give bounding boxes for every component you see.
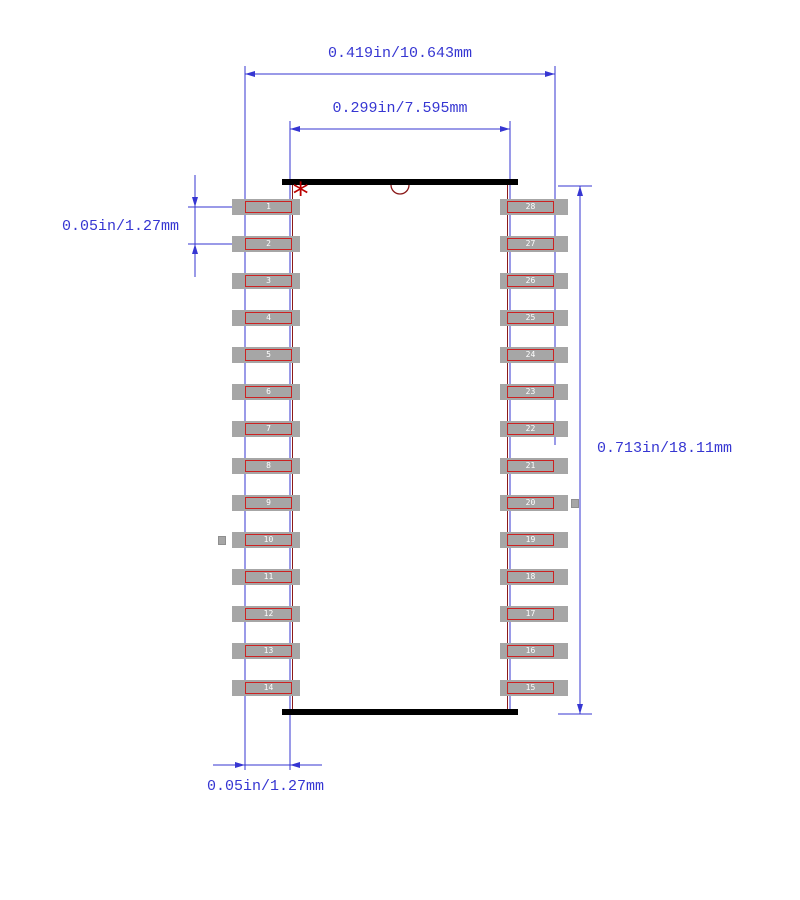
pad-left-3: 3 — [232, 273, 300, 289]
pad-left-2: 2 — [232, 236, 300, 252]
pad-number: 16 — [507, 645, 554, 657]
pad-right-21: 21 — [500, 458, 568, 474]
bottom-offset-dimension — [213, 762, 322, 768]
pad-number: 10 — [245, 534, 292, 546]
pad-number: 15 — [507, 682, 554, 694]
pad-number: 13 — [245, 645, 292, 657]
pad-right-15: 15 — [500, 680, 568, 696]
reference-square-right — [571, 499, 579, 508]
overall-width-dimension — [245, 71, 555, 77]
pad-number: 11 — [245, 571, 292, 583]
orientation-notch — [390, 184, 410, 195]
pad-right-28: 28 — [500, 199, 568, 215]
pad-left-14: 14 — [232, 680, 300, 696]
body-width-dimension — [290, 126, 510, 132]
pad-number: 24 — [507, 349, 554, 361]
pad-number: 8 — [245, 460, 292, 472]
body-width-label: 0.299in/7.595mm — [332, 100, 468, 117]
pin1-asterisk-icon: * — [291, 175, 311, 213]
pad-right-26: 26 — [500, 273, 568, 289]
pad-left-4: 4 — [232, 310, 300, 326]
pad-number: 4 — [245, 312, 292, 324]
pad-left-8: 8 — [232, 458, 300, 474]
pad-right-16: 16 — [500, 643, 568, 659]
pad-number: 26 — [507, 275, 554, 287]
pad-number: 6 — [245, 386, 292, 398]
pad-left-5: 5 — [232, 347, 300, 363]
pad-left-10: 10 — [232, 532, 300, 548]
pin-pitch-label: 0.05in/1.27mm — [62, 218, 180, 235]
pad-number: 5 — [245, 349, 292, 361]
pad-number: 18 — [507, 571, 554, 583]
pad-right-24: 24 — [500, 347, 568, 363]
pad-number: 25 — [507, 312, 554, 324]
pad-right-19: 19 — [500, 532, 568, 548]
pad-number: 23 — [507, 386, 554, 398]
extension-lines — [244, 66, 556, 770]
pad-number: 12 — [245, 608, 292, 620]
pad-left-1: 1 — [232, 199, 300, 215]
package-body-outline — [282, 179, 518, 715]
pad-number: 7 — [245, 423, 292, 435]
pad-number: 20 — [507, 497, 554, 509]
overall-height-label: 0.713in/18.11mm — [597, 440, 733, 457]
pad-left-13: 13 — [232, 643, 300, 659]
pad-left-12: 12 — [232, 606, 300, 622]
pad-number: 2 — [245, 238, 292, 250]
pad-right-23: 23 — [500, 384, 568, 400]
pad-number: 3 — [245, 275, 292, 287]
pad-left-6: 6 — [232, 384, 300, 400]
pad-number: 1 — [245, 201, 292, 213]
reference-square-left — [218, 536, 226, 545]
overall-height-dimension — [558, 185, 592, 715]
pad-number: 28 — [507, 201, 554, 213]
pad-number: 9 — [245, 497, 292, 509]
pad-left-9: 9 — [232, 495, 300, 511]
pad-right-27: 27 — [500, 236, 568, 252]
pad-number: 21 — [507, 460, 554, 472]
bottom-offset-label: 0.05in/1.27mm — [207, 778, 325, 795]
pad-right-22: 22 — [500, 421, 568, 437]
pin-pitch-dimension — [188, 175, 232, 277]
pad-number: 22 — [507, 423, 554, 435]
pad-left-7: 7 — [232, 421, 300, 437]
pad-right-17: 17 — [500, 606, 568, 622]
pad-right-18: 18 — [500, 569, 568, 585]
overall-width-label: 0.419in/10.643mm — [327, 45, 473, 62]
pad-right-25: 25 — [500, 310, 568, 326]
pad-left-11: 11 — [232, 569, 300, 585]
pad-number: 27 — [507, 238, 554, 250]
pad-right-20: 20 — [500, 495, 568, 511]
pad-number: 14 — [245, 682, 292, 694]
pad-number: 17 — [507, 608, 554, 620]
pad-number: 19 — [507, 534, 554, 546]
